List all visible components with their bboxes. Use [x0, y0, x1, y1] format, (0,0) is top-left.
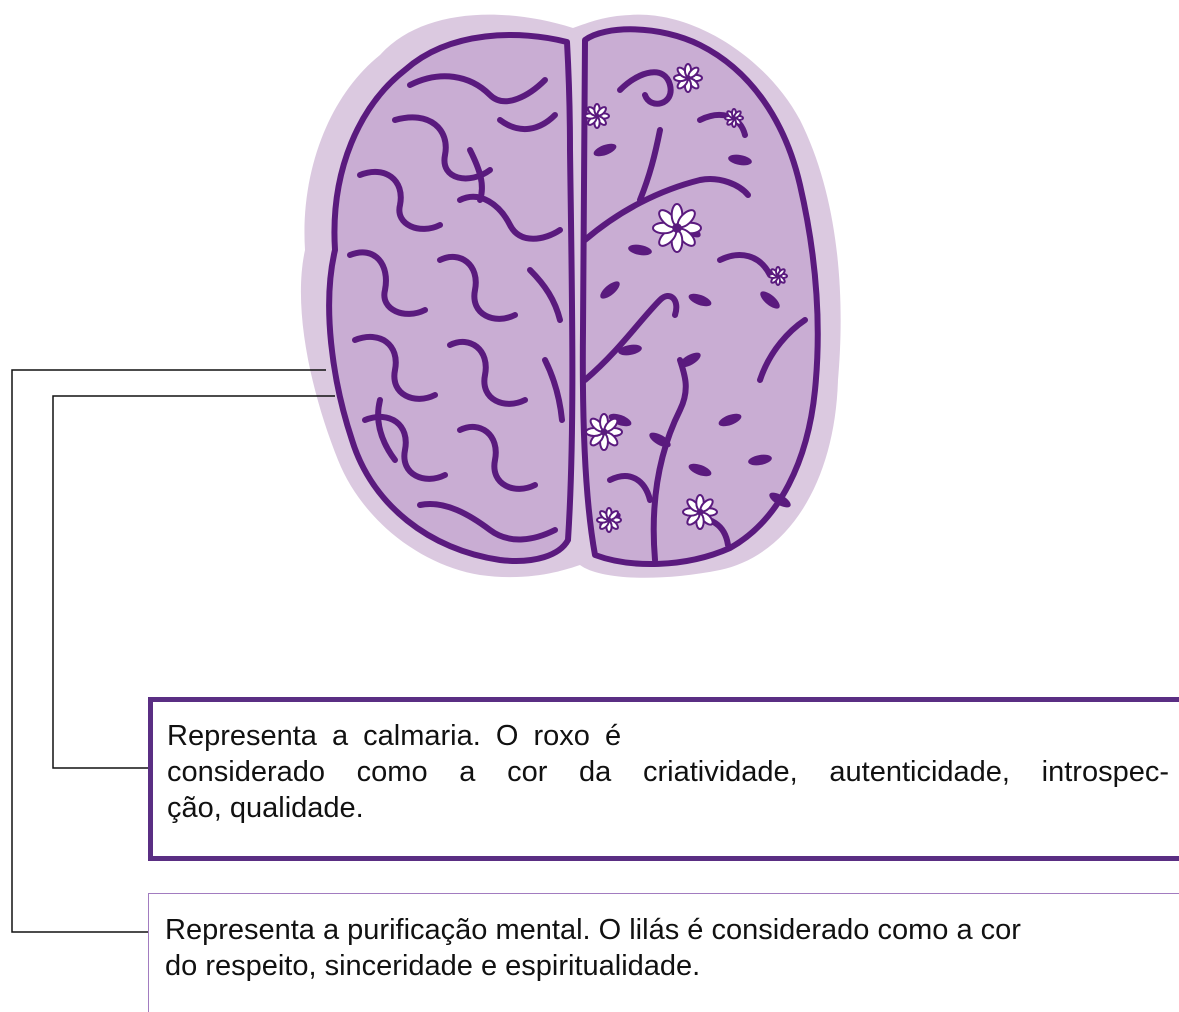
- callout-roxo-line-3: ção, qualidade.: [167, 792, 364, 824]
- flower-icon-5: [767, 265, 789, 287]
- leaf-6: [618, 344, 642, 356]
- callout-lilas-line-1: Representa a purificação mental. O lilás…: [165, 914, 1021, 946]
- callout-roxo-line-2: considerado como a cor da criatividade, …: [167, 756, 1169, 788]
- callout-lilas: Representa a purificação mental. O lilás…: [148, 893, 1179, 1012]
- flower-icon-3: [723, 107, 745, 129]
- leaf-9: [608, 413, 632, 427]
- left-hemisphere: [326, 32, 576, 564]
- leaf-8: [679, 352, 701, 368]
- callout-lilas-line-2: do respeito, sinceridade e espiritualida…: [165, 950, 701, 982]
- flower-icon-6: [584, 412, 624, 452]
- flower-icon-8: [596, 507, 622, 533]
- leaf-4: [600, 281, 620, 299]
- flower-icon-4: [651, 202, 703, 254]
- leaf-12: [748, 454, 772, 466]
- leaf-10: [718, 413, 742, 427]
- left-gyri: [347, 73, 565, 543]
- callout-roxo-line-1: Representa a calmaria. O roxo é: [167, 720, 622, 752]
- callout-roxo: Representa a calmaria. O roxo é consider…: [148, 697, 1179, 861]
- connector-roxo: [52, 395, 335, 769]
- flower-icon-2: [584, 103, 610, 129]
- leaf-7: [760, 291, 780, 309]
- leaf-16: [628, 244, 652, 256]
- leaf-5: [688, 293, 712, 307]
- flower-icon-1: [672, 62, 704, 94]
- leaf-1: [593, 143, 617, 157]
- right-leaves: [593, 143, 791, 528]
- connector-lilas: [11, 369, 326, 933]
- right-vines: [582, 69, 808, 563]
- right-flowers: [584, 62, 789, 533]
- leaf-13: [688, 463, 712, 477]
- leaf-3: [728, 154, 752, 166]
- leaf-15: [769, 492, 791, 508]
- leaf-11: [649, 432, 671, 448]
- flower-icon-7: [682, 494, 718, 530]
